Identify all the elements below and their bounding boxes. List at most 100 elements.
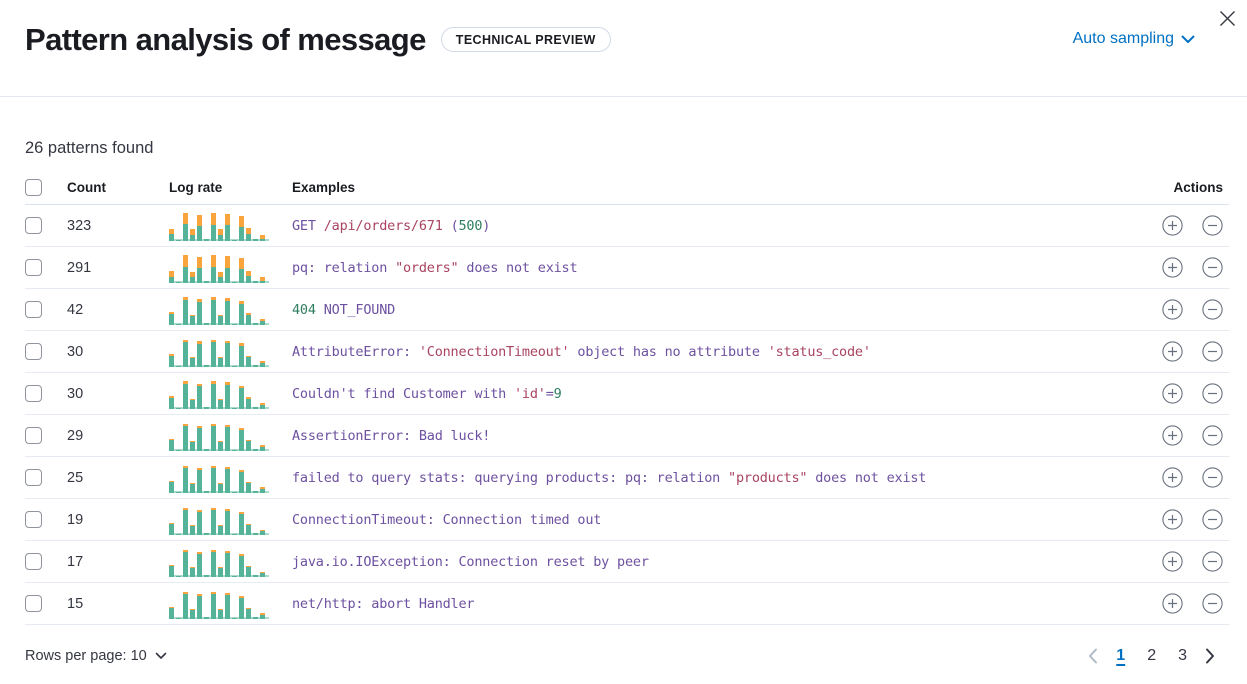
bar-teal-segment xyxy=(260,281,265,283)
bar-teal-segment xyxy=(169,314,174,325)
sparkline-bar xyxy=(225,467,230,493)
bar-orange-segment xyxy=(211,255,216,267)
remove-filter-button[interactable] xyxy=(1202,215,1223,236)
bar-teal-segment xyxy=(204,617,209,619)
remove-filter-button[interactable] xyxy=(1202,341,1223,362)
bar-orange-segment xyxy=(225,341,230,343)
bar-orange-segment xyxy=(211,466,216,468)
minus-circle-icon xyxy=(1202,341,1223,362)
bar-orange-segment xyxy=(246,482,251,483)
remove-filter-button[interactable] xyxy=(1202,509,1223,530)
remove-filter-button[interactable] xyxy=(1202,383,1223,404)
sparkline-bar xyxy=(176,408,181,409)
close-button[interactable] xyxy=(1213,3,1243,33)
example-text: failed to query stats: querying products… xyxy=(292,470,1133,486)
bar-orange-segment xyxy=(246,228,251,234)
column-header-log-rate: Log rate xyxy=(169,180,223,195)
example-text: GET /api/orders/671 (500) xyxy=(292,218,1133,234)
plus-circle-icon xyxy=(1162,551,1183,572)
sampling-dropdown[interactable]: Auto sampling xyxy=(1073,30,1195,48)
row-checkbox[interactable] xyxy=(25,259,42,276)
column-header-examples: Examples xyxy=(292,180,356,195)
add-filter-button[interactable] xyxy=(1162,425,1183,446)
add-filter-button[interactable] xyxy=(1162,299,1183,320)
bar-orange-segment xyxy=(190,483,195,484)
log-rate-cell xyxy=(169,252,292,283)
row-checkbox[interactable] xyxy=(25,553,42,570)
bar-orange-segment xyxy=(218,525,223,526)
row-checkbox[interactable] xyxy=(25,217,42,234)
minus-circle-icon xyxy=(1202,467,1223,488)
add-filter-button[interactable] xyxy=(1162,215,1183,236)
remove-filter-button[interactable] xyxy=(1202,299,1223,320)
remove-filter-button[interactable] xyxy=(1202,257,1223,278)
bar-teal-segment xyxy=(260,363,265,367)
bar-orange-segment xyxy=(260,530,265,531)
sparkline-bar xyxy=(211,340,216,367)
page-button-2[interactable]: 2 xyxy=(1141,645,1162,667)
remove-filter-button[interactable] xyxy=(1202,467,1223,488)
page-button-1[interactable]: 1 xyxy=(1110,645,1131,667)
log-rate-cell xyxy=(169,378,292,409)
row-actions xyxy=(1133,215,1229,236)
bar-teal-segment xyxy=(260,615,265,619)
bar-orange-segment xyxy=(239,343,244,346)
bar-teal-segment xyxy=(176,408,181,409)
bar-orange-segment xyxy=(218,441,223,442)
sparkline-bar xyxy=(218,272,223,283)
bar-teal-segment xyxy=(225,385,230,409)
checkbox-cell xyxy=(25,217,67,234)
add-filter-button[interactable] xyxy=(1162,467,1183,488)
bar-teal-segment xyxy=(176,576,181,577)
bar-teal-segment xyxy=(176,450,181,451)
example-token: 500 xyxy=(458,217,483,234)
row-checkbox[interactable] xyxy=(25,385,42,402)
remove-filter-button[interactable] xyxy=(1202,593,1223,614)
bar-orange-segment xyxy=(239,386,244,388)
add-filter-button[interactable] xyxy=(1162,509,1183,530)
next-page-button[interactable] xyxy=(1203,646,1217,666)
select-all-checkbox[interactable] xyxy=(25,179,42,196)
row-checkbox[interactable] xyxy=(25,301,42,318)
row-checkbox[interactable] xyxy=(25,469,42,486)
sparkline-bar xyxy=(197,257,202,283)
add-filter-button[interactable] xyxy=(1162,593,1183,614)
sparkline-bars xyxy=(169,294,265,325)
row-checkbox[interactable] xyxy=(25,511,42,528)
bar-teal-segment xyxy=(218,526,223,535)
sparkline-bar xyxy=(232,534,237,535)
bar-orange-segment xyxy=(169,607,174,608)
row-checkbox[interactable] xyxy=(25,427,42,444)
sparkline-bars xyxy=(169,420,265,451)
row-checkbox[interactable] xyxy=(25,343,42,360)
count-value: 17 xyxy=(67,553,84,570)
bar-teal-segment xyxy=(239,388,244,409)
add-filter-button[interactable] xyxy=(1162,341,1183,362)
sparkline-bars xyxy=(169,210,265,241)
bar-teal-segment xyxy=(190,484,195,493)
add-filter-button[interactable] xyxy=(1162,383,1183,404)
bar-orange-segment xyxy=(225,509,230,511)
remove-filter-button[interactable] xyxy=(1202,551,1223,572)
bar-orange-segment xyxy=(197,426,202,428)
bar-orange-segment xyxy=(211,340,216,342)
sparkline-bars xyxy=(169,252,265,283)
bar-teal-segment xyxy=(260,239,265,241)
remove-filter-button[interactable] xyxy=(1202,425,1223,446)
add-filter-button[interactable] xyxy=(1162,257,1183,278)
bar-teal-segment xyxy=(253,617,258,619)
row-checkbox[interactable] xyxy=(25,595,42,612)
page-button-3[interactable]: 3 xyxy=(1172,645,1193,667)
previous-page-button[interactable] xyxy=(1086,646,1100,666)
sparkline-bar xyxy=(190,525,195,535)
bar-teal-segment xyxy=(176,366,181,367)
chevron-down-icon xyxy=(155,652,167,659)
bar-teal-segment xyxy=(232,450,237,451)
rows-per-page-dropdown[interactable]: Rows per page: 10 xyxy=(25,648,167,664)
add-filter-button[interactable] xyxy=(1162,551,1183,572)
sparkline-bar xyxy=(239,386,244,409)
bar-teal-segment xyxy=(183,300,188,325)
bar-teal-segment xyxy=(232,240,237,241)
